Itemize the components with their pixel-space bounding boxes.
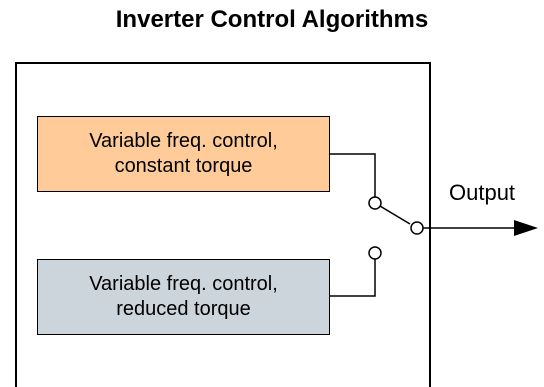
diagram-title: Inverter Control Algorithms [115,6,429,33]
block-constant-torque-line1: Variable freq. control, [89,130,278,152]
switch-arm [379,205,411,225]
output-label: Output [449,180,516,205]
switch-contact-b [368,246,382,260]
block-reduced-torque-line1: Variable freq. control, [89,273,278,295]
enclosure [15,62,431,387]
block-constant-torque-line2: constant torque [114,155,253,177]
wire-bottom [330,259,376,297]
block-reduced-torque: Variable freq. control, reduced torque [37,259,330,335]
wire-top [330,153,376,197]
block-constant-torque: Variable freq. control, constant torque [37,116,330,192]
output-arrow [514,220,538,236]
block-reduced-torque-line2: reduced torque [116,298,251,320]
switch-contact-a [368,196,382,210]
switch-common [410,221,424,235]
